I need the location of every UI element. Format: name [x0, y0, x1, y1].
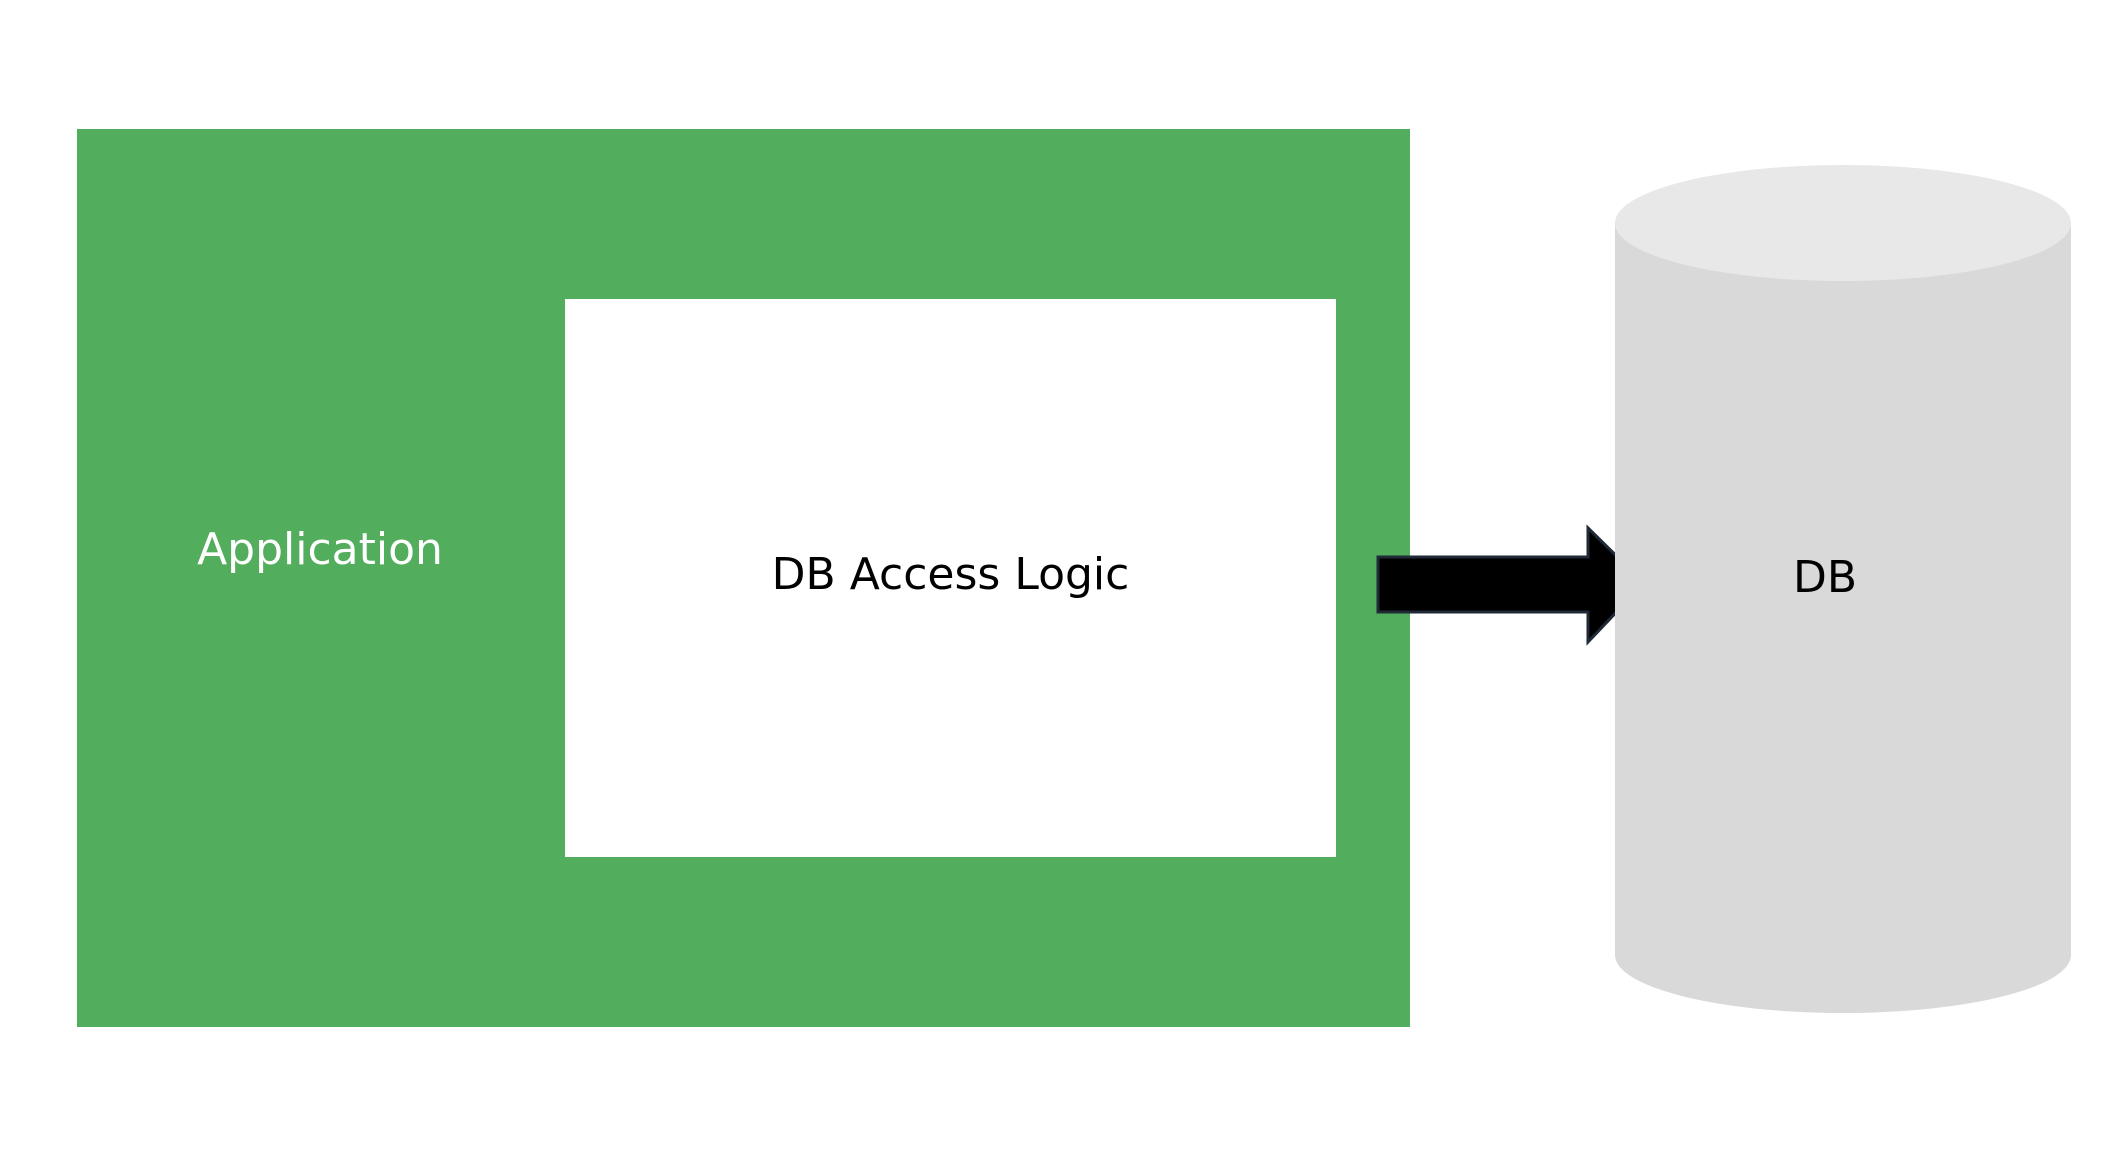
db-access-logic-box: DB Access Logic [565, 299, 1336, 857]
database-label: DB [1792, 552, 1858, 603]
database-top [1615, 165, 2071, 281]
application-label: Application [197, 524, 443, 575]
db-access-logic-label: DB Access Logic [771, 549, 1130, 600]
database-cylinder-icon [1615, 165, 2071, 1013]
database-body [1615, 223, 2071, 1013]
